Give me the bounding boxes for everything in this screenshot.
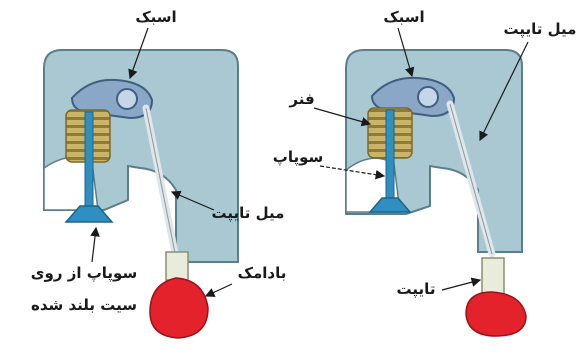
right-valve-stem xyxy=(386,110,394,204)
right-label-spring: فنر xyxy=(288,90,314,108)
left-leader-cam xyxy=(206,284,232,296)
right-label-rocker: اسبک xyxy=(383,8,424,26)
left-label-rocker: اسبک xyxy=(135,8,176,26)
right-label-tappet: تایپت xyxy=(397,280,436,299)
left-label-valve-lifted-2: سیت بلند شده xyxy=(31,296,137,314)
left-label-valve-lifted-1: سوپاپ از روی xyxy=(31,264,137,283)
left-tappet xyxy=(166,252,188,280)
right-rocker-pivot xyxy=(418,87,438,107)
left-engine-diagram: اسبک میل تایپت بادامک سوپاپ از روی سیت ب… xyxy=(31,8,287,338)
left-label-pushrod: میل تایپت xyxy=(212,204,285,223)
left-valve-stem xyxy=(85,112,93,212)
right-label-pushrod: میل تایپت xyxy=(504,20,577,39)
right-leader-tappet xyxy=(442,280,480,290)
left-rocker-pivot xyxy=(117,89,137,109)
right-tappet xyxy=(482,258,504,294)
left-leader-valve xyxy=(92,228,96,262)
left-label-cam: بادامک xyxy=(238,264,287,282)
right-label-valve: سوپاپ xyxy=(273,148,324,167)
left-cam xyxy=(150,278,208,338)
right-engine-diagram: اسبک میل تایپت فنر سوپاپ تایپت xyxy=(273,8,577,336)
right-cam xyxy=(466,292,526,336)
